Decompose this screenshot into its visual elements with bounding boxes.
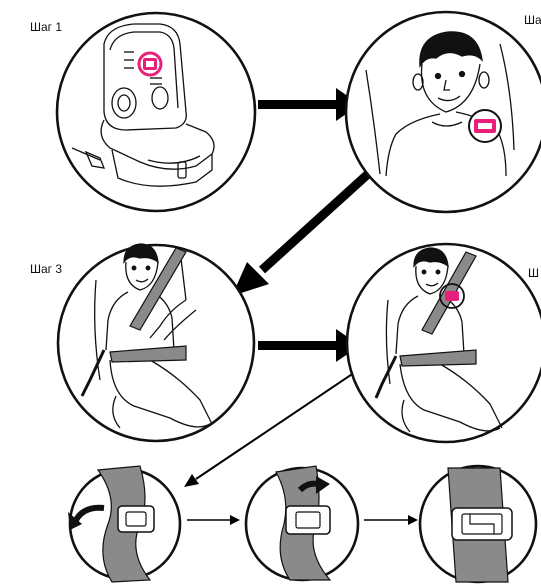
arrow-step1-to-step2 [258,88,360,121]
step-3-circle [58,244,254,441]
arrow-detail-1-to-2 [187,515,240,525]
step-2-circle [346,12,541,212]
detail-2-circle [246,466,358,580]
step-4-circle [347,244,541,442]
arrow-step2-to-step3 [232,174,368,296]
step-1-circle [57,13,255,211]
arrow-detail-2-to-3 [364,515,418,525]
detail-3-circle [420,466,536,582]
arrow-step3-to-step4 [258,329,360,362]
detail-1-circle [68,466,180,582]
clip-icon-step2 [469,110,501,142]
